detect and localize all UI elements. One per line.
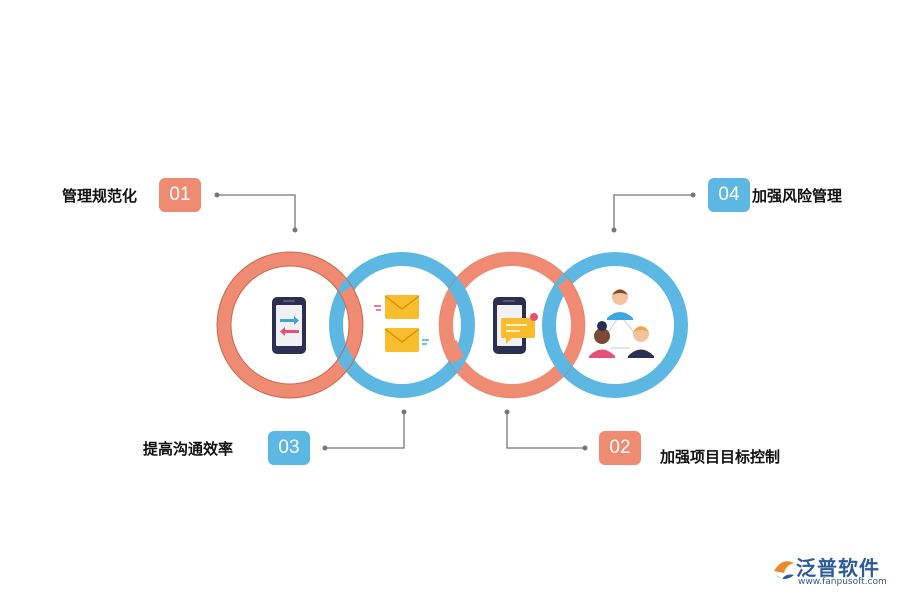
ring-4	[542, 252, 688, 398]
connector-01	[217, 194, 296, 230]
label-03: 提高沟通效率	[143, 440, 234, 458]
ring-1	[217, 252, 363, 398]
badge-03: 03	[268, 431, 310, 465]
phone-message-icon	[493, 297, 538, 354]
fanpu-logo-icon	[774, 561, 794, 579]
label-04: 加强风险管理	[752, 187, 843, 205]
fanpu-logo: 泛普软件 www.fanpusoft.com	[768, 552, 892, 594]
label-01: 管理规范化	[62, 187, 138, 205]
connector-04	[613, 194, 693, 230]
ring-2	[329, 252, 475, 398]
phone-transfer-icon	[272, 297, 306, 354]
logo-url: www.fanpusoft.com	[798, 577, 887, 587]
mail-icon	[374, 295, 429, 352]
label-02: 加强项目目标控制	[660, 448, 781, 466]
team-people-icon	[589, 289, 654, 358]
ring-1-overlap	[339, 286, 359, 307]
badge-04: 04	[708, 178, 750, 212]
ring-3-overlap-right	[557, 277, 580, 303]
connector-02	[506, 412, 585, 449]
ring-3-overlap-left	[443, 339, 465, 364]
ring-3	[439, 252, 585, 398]
badge-02: 02	[599, 431, 641, 465]
connector-dots	[214, 192, 696, 451]
connectors	[217, 194, 693, 449]
badge-01: 01	[159, 178, 201, 212]
connector-03	[325, 412, 405, 449]
logo-name: 泛普软件	[796, 556, 880, 580]
